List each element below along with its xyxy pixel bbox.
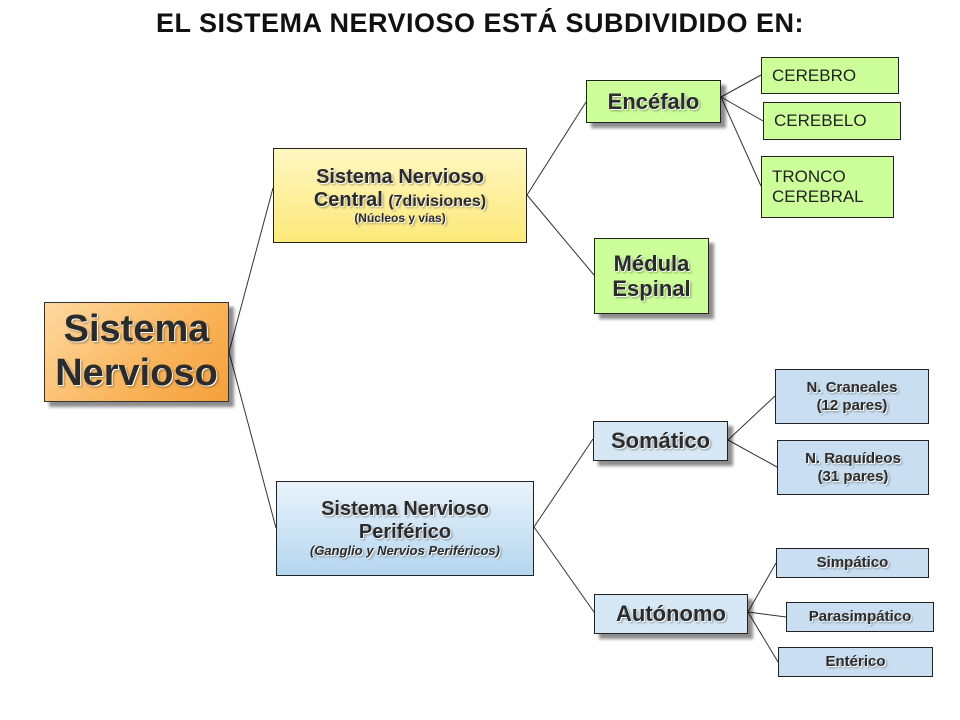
simpatico-box: Simpático bbox=[776, 548, 929, 578]
craneales-label-line2: (12 pares) bbox=[816, 396, 888, 414]
parasimpatico-label: Parasimpático bbox=[808, 608, 912, 626]
central-label-main: Central bbox=[313, 188, 383, 211]
connector-autonomo-simpatico bbox=[747, 562, 777, 613]
root-label-line1: Sistema bbox=[63, 308, 210, 351]
medula-espinal-box: Médula Espinal bbox=[594, 238, 709, 314]
raquideos-label-line2: (31 pares) bbox=[817, 467, 889, 485]
connector-encefalo-cerebro bbox=[720, 74, 762, 98]
tronco-cerebral-box: TRONCO CEREBRAL bbox=[761, 156, 894, 218]
connector-encefalo-cerebelo bbox=[720, 96, 764, 122]
connector-periferico-somatico bbox=[533, 438, 594, 528]
encefalo-label: Encéfalo bbox=[607, 88, 700, 114]
connector-periferico-autonomo bbox=[533, 526, 595, 613]
connector-encefalo-tronco bbox=[720, 96, 762, 187]
raquideos-label-line1: N. Raquídeos bbox=[805, 450, 901, 468]
periferico-label-line3: (Ganglio y Nervios Periféricos) bbox=[309, 543, 500, 559]
autonomo-box: Autónomo bbox=[594, 594, 748, 634]
connector-root-periferico bbox=[228, 351, 277, 529]
periferico-label-line2: Periférico bbox=[358, 521, 452, 544]
autonomo-label: Autónomo bbox=[616, 601, 726, 627]
connector-autonomo-enterico bbox=[747, 611, 779, 663]
connector-autonomo-parasimpatico bbox=[747, 611, 787, 618]
diagram-title: EL SISTEMA NERVIOSO ESTÁ SUBDIVIDIDO EN: bbox=[155, 8, 805, 38]
tronco-label-line2: CEREBRAL bbox=[772, 187, 864, 206]
periferico-label-line1: Sistema Nervioso bbox=[321, 498, 489, 521]
root-label-line2: Nervioso bbox=[55, 352, 218, 394]
enterico-box: Entérico bbox=[778, 647, 933, 677]
connector-root-central bbox=[228, 187, 274, 353]
central-label-line2: Central (7divisiones) bbox=[314, 189, 486, 212]
cerebelo-box: CEREBELO bbox=[763, 102, 901, 140]
sistema-nervioso-box: Sistema Nervioso bbox=[44, 302, 229, 402]
connector-central-medula bbox=[526, 194, 595, 276]
sistema-nervioso-central-box: Sistema Nervioso Central (7divisiones) (… bbox=[273, 148, 527, 243]
nervios-craneales-box: N. Craneales (12 pares) bbox=[775, 369, 929, 424]
simpatico-label: Simpático bbox=[816, 554, 889, 572]
central-label-line3: (Núcleos y vías) bbox=[354, 210, 446, 225]
connector-somatico-craneales bbox=[727, 395, 776, 441]
nervios-raquideos-box: N. Raquídeos (31 pares) bbox=[777, 440, 929, 495]
cerebro-box: CEREBRO bbox=[761, 57, 899, 94]
enterico-label: Entérico bbox=[825, 653, 886, 671]
connector-central-encefalo bbox=[526, 101, 587, 196]
central-label-line1: Sistema Nervioso bbox=[316, 165, 484, 188]
central-label-note: (7divisiones) bbox=[388, 192, 487, 210]
craneales-label-line1: N. Craneales bbox=[806, 379, 898, 397]
medula-label-line2: Espinal bbox=[612, 276, 691, 301]
somatico-label: Somático bbox=[610, 428, 711, 454]
sistema-nervioso-periferico-box: Sistema Nervioso Periférico (Ganglio y N… bbox=[276, 481, 534, 576]
medula-label-line1: Médula bbox=[613, 250, 690, 276]
connector-somatico-raquideos bbox=[727, 439, 778, 468]
tronco-label-line1: TRONCO bbox=[772, 167, 846, 187]
cerebro-label: CEREBRO bbox=[772, 65, 857, 85]
encefalo-box: Encéfalo bbox=[586, 80, 721, 123]
somatico-box: Somático bbox=[593, 421, 728, 461]
parasimpatico-box: Parasimpático bbox=[786, 602, 934, 632]
cerebelo-label: CEREBELO bbox=[774, 111, 867, 131]
